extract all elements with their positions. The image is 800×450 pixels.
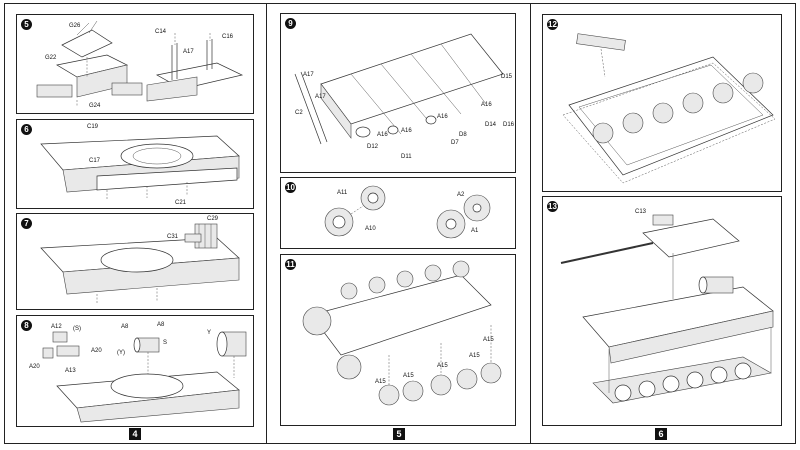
part-label: (S) xyxy=(73,326,81,332)
step-10-diagram xyxy=(324,185,491,239)
part-label: D12 xyxy=(367,144,379,150)
part-label: D15 xyxy=(501,74,513,80)
step-number: 7 xyxy=(21,218,32,229)
part-label: A16 xyxy=(437,114,448,120)
part-label: Y xyxy=(207,330,212,336)
part-label: A17 xyxy=(183,49,194,55)
part-label: A15 xyxy=(375,379,386,385)
part-label: A12 xyxy=(51,324,62,330)
part-label: C17 xyxy=(89,158,101,164)
page-number: 5 xyxy=(393,428,405,440)
step-number: 9 xyxy=(285,18,296,29)
step-13-panel: 13 C13 xyxy=(542,196,782,426)
part-label: D11 xyxy=(401,154,412,160)
part-label: G24 xyxy=(89,103,101,109)
part-label: D14 xyxy=(485,122,497,128)
part-label: A15 xyxy=(437,363,448,369)
part-label: A15 xyxy=(403,373,414,379)
part-label: A11 xyxy=(337,190,348,196)
part-label: A10 xyxy=(365,226,376,232)
step-number: 8 xyxy=(21,320,32,331)
part-label: A13 xyxy=(65,368,76,374)
step-5-panel: 5 G26 G22 G24 C14 A17 C16 xyxy=(16,14,254,114)
part-label: D16 xyxy=(503,122,515,128)
part-label: A20 xyxy=(29,364,40,370)
step-5-diagram xyxy=(36,20,244,107)
part-label: A16 xyxy=(401,128,412,134)
part-label: A8 xyxy=(121,324,129,330)
step-13-diagram xyxy=(560,214,774,404)
step-6-panel: 6 C19 C17 C21 xyxy=(16,119,254,209)
step-number: 13 xyxy=(547,201,558,212)
part-label: C14 xyxy=(155,29,167,35)
part-label: C31 xyxy=(167,234,179,240)
part-label: A8 xyxy=(157,322,165,328)
step-7-diagram xyxy=(40,223,240,304)
part-label: C13 xyxy=(635,209,647,215)
step-number: 10 xyxy=(285,182,296,193)
part-label: C19 xyxy=(87,124,99,130)
page-number: 4 xyxy=(129,428,141,440)
part-label: C16 xyxy=(222,34,234,40)
step-number: 6 xyxy=(21,124,32,135)
step-11-diagram xyxy=(302,260,502,406)
part-label: D8 xyxy=(459,132,467,138)
instruction-sheet-frame xyxy=(4,3,796,444)
part-label: A15 xyxy=(483,337,494,343)
step-8-panel: 8 A12 (S) A20 A20 A13 A8 A8 (Y) S Y xyxy=(16,315,254,427)
part-label: G22 xyxy=(45,55,57,61)
part-label: (Y) xyxy=(117,350,125,356)
step-9-diagram xyxy=(294,33,504,145)
step-11-panel: 11 A15 A15 A15 A15 A15 xyxy=(280,254,516,426)
step-7-panel: 7 C29 C31 xyxy=(16,213,254,310)
part-label: A1 xyxy=(471,228,479,234)
part-label: C2 xyxy=(295,110,303,116)
part-label: A20 xyxy=(91,348,102,354)
part-label: A17 xyxy=(303,72,314,78)
part-label: A16 xyxy=(481,102,492,108)
step-number: 5 xyxy=(21,19,32,30)
step-8-diagram xyxy=(42,331,247,423)
step-number: 12 xyxy=(547,19,558,30)
part-label: A2 xyxy=(457,192,465,198)
step-10-panel: 10 A11 A10 A2 A1 xyxy=(280,177,516,249)
column-divider xyxy=(530,3,531,444)
column-divider xyxy=(266,3,267,444)
part-label: A15 xyxy=(469,353,480,359)
step-number: 11 xyxy=(285,259,296,270)
part-label: A16 xyxy=(377,132,388,138)
part-label: D7 xyxy=(451,140,459,146)
part-label: G26 xyxy=(69,23,81,29)
step-12-panel: 12 xyxy=(542,14,782,192)
step-12-diagram xyxy=(562,33,776,184)
page-number: 6 xyxy=(655,428,667,440)
part-label: C21 xyxy=(175,200,187,206)
step-9-panel: 9 A17 A17 C2 A16 A16 A16 A16 D12 D11 D7 … xyxy=(280,13,516,173)
part-label: S xyxy=(163,340,168,346)
step-6-diagram xyxy=(40,135,240,200)
part-label: C29 xyxy=(207,216,219,222)
part-label: A17 xyxy=(315,94,326,100)
